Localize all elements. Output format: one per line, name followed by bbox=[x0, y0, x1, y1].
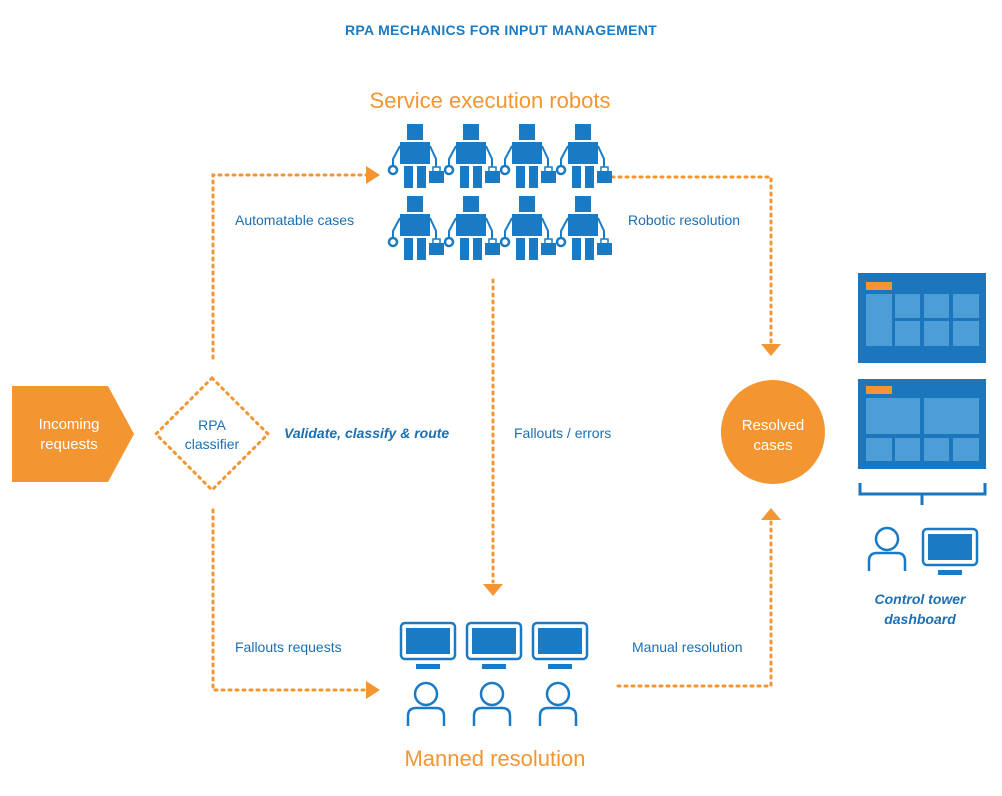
monitor-icon bbox=[465, 621, 523, 671]
validate-label: Validate, classify & route bbox=[284, 425, 450, 441]
robots-title: Service execution robots bbox=[369, 88, 611, 113]
classifier-line2: classifier bbox=[184, 436, 240, 452]
dashboard-monitor-icon bbox=[921, 527, 979, 577]
classifier-line1: RPA bbox=[198, 417, 226, 433]
resolved-line1: Resolved bbox=[741, 417, 805, 434]
person-icon bbox=[538, 681, 578, 728]
dashboard-bracket bbox=[858, 483, 987, 505]
dashboard-person-icon bbox=[867, 526, 907, 573]
dashboard-panel-1 bbox=[858, 273, 986, 363]
dashboard-line1: Control tower bbox=[874, 591, 966, 607]
arrow-head bbox=[366, 681, 380, 699]
arrow-head bbox=[761, 508, 781, 520]
robot-icon bbox=[555, 194, 614, 262]
incoming-requests-shape bbox=[12, 386, 134, 482]
edge-robotic bbox=[610, 175, 773, 344]
fallouts-errors-label: Fallouts / errors bbox=[514, 425, 612, 441]
robot-icon bbox=[443, 194, 502, 262]
diagram-title: RPA MECHANICS FOR INPUT MANAGEMENT bbox=[345, 22, 657, 38]
incoming-line2: requests bbox=[40, 436, 98, 453]
rpa-classifier-label: RPA classifier bbox=[162, 416, 262, 454]
manned-title: Manned resolution bbox=[404, 746, 586, 771]
edge-fallouts-requests bbox=[211, 508, 370, 692]
automatable-label: Automatable cases bbox=[235, 212, 355, 228]
robots-group bbox=[387, 122, 614, 262]
incoming-requests-label: Incoming requests bbox=[14, 415, 124, 455]
robot-icon bbox=[499, 122, 558, 190]
edge-manual bbox=[616, 520, 773, 688]
arrow-head bbox=[761, 344, 781, 356]
robot-icon bbox=[499, 194, 558, 262]
resolved-line2: cases bbox=[753, 437, 793, 454]
resolved-cases-circle bbox=[721, 380, 825, 484]
person-icon bbox=[406, 681, 446, 728]
person-icon bbox=[472, 681, 512, 728]
manual-label: Manual resolution bbox=[632, 639, 743, 655]
dashboard-panel-2 bbox=[858, 379, 986, 469]
arrow-head bbox=[366, 166, 380, 184]
robot-icon bbox=[387, 194, 446, 262]
robot-icon bbox=[443, 122, 502, 190]
monitor-icon bbox=[531, 621, 589, 671]
incoming-line1: Incoming bbox=[38, 416, 100, 433]
fallouts-requests-label: Fallouts requests bbox=[235, 639, 342, 655]
resolved-cases-label: Resolved cases bbox=[721, 416, 825, 456]
edge-automatable bbox=[211, 173, 370, 360]
robotic-label: Robotic resolution bbox=[628, 212, 741, 228]
robot-icon bbox=[387, 122, 446, 190]
dashboard-label: Control tower dashboard bbox=[850, 589, 990, 629]
manned-group bbox=[399, 621, 589, 728]
monitor-icon bbox=[399, 621, 457, 671]
dashboard-line2: dashboard bbox=[884, 611, 956, 627]
arrow-head bbox=[483, 584, 503, 596]
robot-icon bbox=[555, 122, 614, 190]
